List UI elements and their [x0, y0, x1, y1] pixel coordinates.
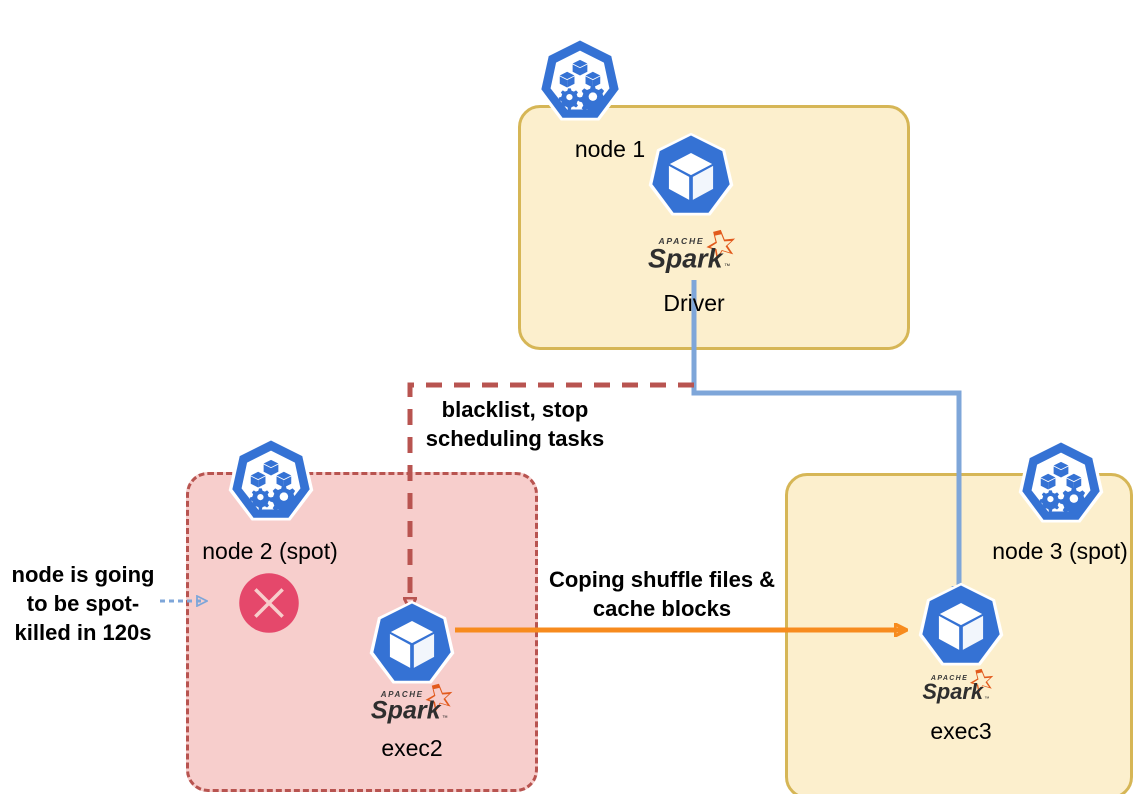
exec3-label: exec3: [930, 718, 992, 744]
container-cube-icon: [366, 598, 458, 690]
svg-text:APACHE: APACHE: [658, 236, 705, 246]
svg-text:Spark: Spark: [648, 243, 725, 273]
svg-text:APACHE: APACHE: [380, 690, 424, 699]
container-cube-icon: [645, 130, 737, 222]
svg-text:™: ™: [724, 263, 730, 270]
kubernetes-node-icon: [1015, 437, 1107, 529]
error-x-icon: [238, 572, 300, 634]
kubernetes-node-icon: [534, 35, 626, 127]
apache-spark-logo: APACHE Spark ™: [368, 682, 464, 728]
node-2-label: node 2 (spot): [202, 538, 338, 564]
container-cube-icon: [915, 580, 1007, 672]
svg-text:™: ™: [984, 696, 989, 702]
blacklist-label: blacklist, stop scheduling tasks: [425, 397, 605, 452]
svg-text:APACHE: APACHE: [930, 675, 968, 682]
copy-shuffle-label: Coping shuffle files & cache blocks: [548, 567, 776, 622]
node-1-label: node 1: [574, 136, 646, 162]
exec2-label: exec2: [381, 735, 443, 761]
spot-kill-warning-label: node is going to be spot- killed in 120s: [11, 562, 155, 646]
svg-text:Spark: Spark: [922, 679, 985, 704]
apache-spark-logo: APACHE Spark ™: [645, 228, 741, 274]
driver-label: Driver: [663, 290, 725, 316]
svg-text:Spark: Spark: [371, 697, 442, 725]
svg-text:™: ™: [442, 716, 448, 722]
apache-spark-logo: APACHE Spark ™: [920, 667, 1016, 713]
node-3-label: node 3 (spot): [992, 538, 1128, 564]
kubernetes-node-icon: [225, 435, 317, 527]
